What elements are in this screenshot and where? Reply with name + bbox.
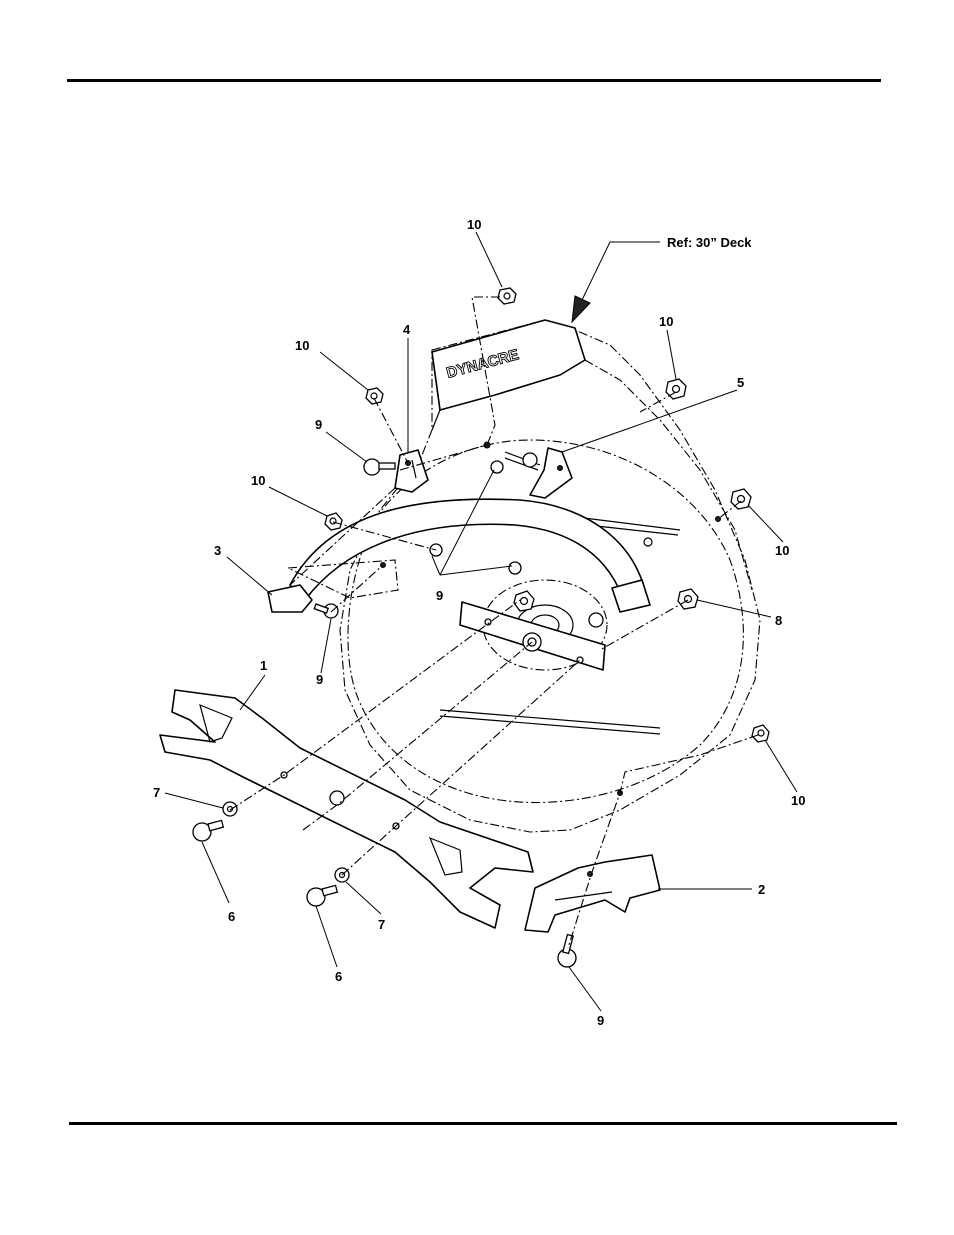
baffle-2	[525, 855, 660, 932]
bracket-4	[395, 450, 428, 492]
callout-9-upper-left: 9	[315, 417, 322, 432]
callout-3: 3	[214, 543, 221, 558]
callout-10-top: 10	[467, 217, 481, 232]
bolt-9-lower-left	[314, 604, 338, 618]
blade-1	[160, 690, 533, 928]
callout-9-bottom: 9	[597, 1013, 604, 1028]
callout-5: 5	[737, 375, 744, 390]
baffle-3	[268, 499, 650, 612]
callout-10-right: 10	[775, 543, 789, 558]
blade-adapter-plate	[460, 602, 605, 670]
callout-9-lower-left: 9	[316, 672, 323, 687]
nut-8	[678, 589, 698, 609]
callout-9-center: 9	[436, 588, 443, 603]
bolt-9-upper-left	[364, 459, 395, 475]
callout-10-upper-left: 10	[295, 338, 309, 353]
nut-10-top	[498, 288, 516, 304]
callout-2: 2	[758, 882, 765, 897]
washer-7-left	[223, 802, 237, 816]
bracket-5	[530, 448, 572, 498]
callout-10-left: 10	[251, 473, 265, 488]
bolt-9-center-a	[491, 453, 537, 473]
callout-7-center: 7	[378, 917, 385, 932]
reference-note: Ref: 30” Deck	[667, 235, 752, 250]
nut-10-left	[325, 513, 342, 530]
callout-6-left: 6	[228, 909, 235, 924]
bolt-6-center	[307, 885, 337, 906]
callout-4: 4	[403, 322, 411, 337]
callout-6-center: 6	[335, 969, 342, 984]
callout-8: 8	[775, 613, 782, 628]
callout-1: 1	[260, 658, 267, 673]
callout-10-lower-right: 10	[791, 793, 805, 808]
spindle-nut	[514, 591, 534, 611]
callout-10-upper-right: 10	[659, 314, 673, 329]
bolt-9-bottom	[558, 935, 576, 967]
nut-10-lower-right	[752, 725, 769, 742]
callout-7-left: 7	[153, 785, 160, 800]
bolt-6-left	[193, 820, 223, 841]
nut-10-upper-left	[366, 388, 383, 404]
